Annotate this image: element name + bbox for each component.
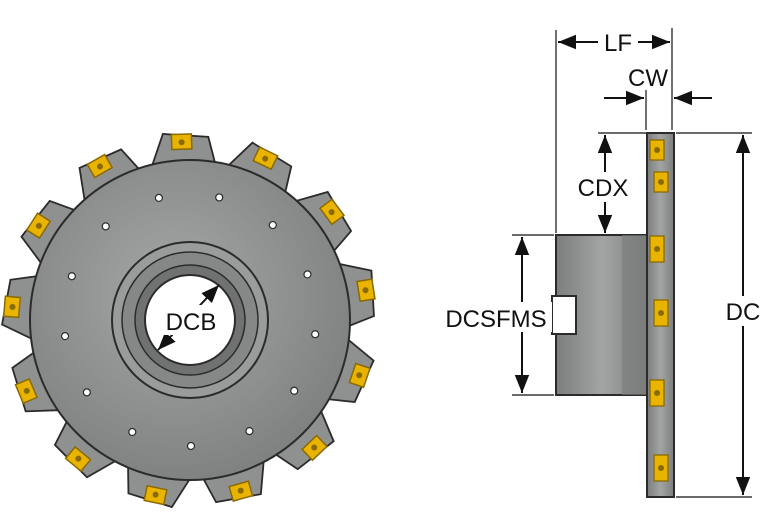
insert-tip — [86, 153, 114, 179]
dc-label-bg — [722, 296, 764, 326]
screw-hole — [290, 386, 299, 395]
screw-hole — [128, 427, 137, 437]
screw-hole — [186, 441, 196, 451]
insert-screw — [654, 390, 660, 396]
screw-hole — [101, 222, 110, 231]
cw-label: CW — [628, 65, 668, 92]
dc-label: DC — [726, 299, 761, 326]
insert-tip — [2, 295, 22, 319]
insert-tip — [348, 362, 371, 389]
dcsfms-label: DCSFMS — [445, 306, 546, 333]
insert-tip — [143, 484, 168, 506]
insert-screw — [658, 179, 664, 185]
insert-screw — [654, 246, 660, 252]
insert-tip — [252, 146, 279, 171]
screw-hole — [311, 330, 320, 339]
insert-tip — [64, 445, 92, 473]
insert-tip — [25, 212, 52, 240]
screw-hole — [67, 272, 76, 281]
screw-hole — [268, 220, 277, 230]
insert-screw — [658, 310, 664, 316]
hub-shade — [622, 235, 648, 395]
screw-holes — [60, 193, 320, 451]
lf-label: LF — [604, 30, 632, 57]
insert-tip — [228, 480, 254, 502]
screw-hole — [303, 270, 312, 279]
front-view: DCB — [1, 133, 376, 509]
dcb-label-bg — [160, 305, 222, 335]
dcb-label: DCB — [166, 309, 217, 336]
cdx-label-bg — [572, 172, 634, 202]
insert-tip — [14, 377, 39, 405]
cdx-label: CDX — [578, 175, 629, 202]
insert-tip — [170, 133, 193, 151]
screw-hole — [60, 332, 70, 341]
screw-hole — [82, 388, 91, 397]
lf-label-bg — [598, 28, 638, 56]
keyway-notch — [551, 295, 577, 335]
insert-screw — [654, 147, 660, 153]
screw-hole — [245, 427, 254, 436]
dcsfms-label-bg — [440, 302, 552, 332]
side-view: LF CW CDX DCSFMS DC — [440, 28, 764, 498]
screw-hole — [215, 193, 224, 202]
side-inserts — [649, 139, 669, 482]
insert-screw — [658, 465, 664, 471]
insert-tip — [318, 198, 346, 226]
screw-hole — [154, 193, 163, 202]
insert-tip — [301, 434, 329, 462]
insert-tip — [356, 278, 376, 303]
